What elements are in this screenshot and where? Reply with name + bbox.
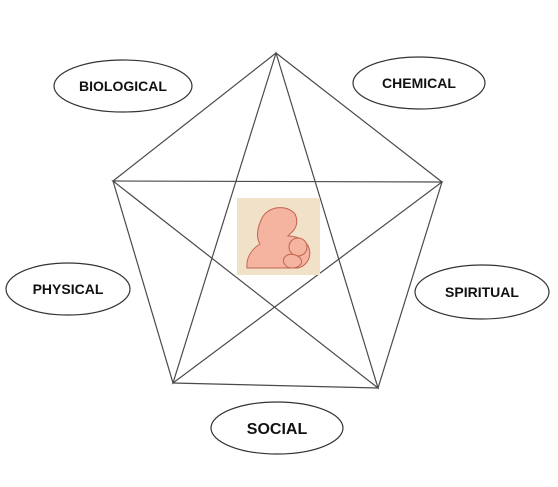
label-biological-text: BIOLOGICAL bbox=[79, 78, 167, 94]
label-spiritual-text: SPIRITUAL bbox=[445, 284, 519, 300]
label-social-text: SOCIAL bbox=[247, 421, 308, 438]
label-physical-text: PHYSICAL bbox=[33, 281, 104, 297]
mother-and-child-icon bbox=[237, 198, 320, 275]
pentagon-outline bbox=[112, 52, 443, 389]
label-chemical-text: CHEMICAL bbox=[382, 75, 456, 91]
label-physical: PHYSICAL bbox=[5, 262, 131, 316]
pentagram-star bbox=[111, 50, 444, 390]
label-spiritual: SPIRITUAL bbox=[414, 264, 550, 320]
label-biological: BIOLOGICAL bbox=[53, 59, 193, 113]
label-social: SOCIAL bbox=[210, 401, 344, 455]
label-chemical: CHEMICAL bbox=[352, 56, 486, 110]
